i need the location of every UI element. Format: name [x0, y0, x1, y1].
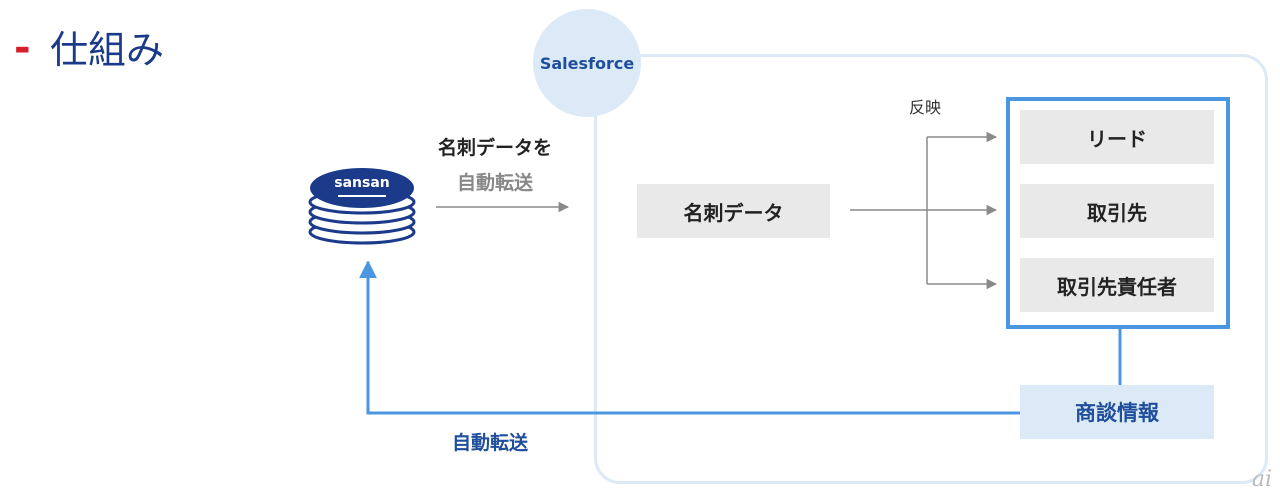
reflect-label: 反映 — [909, 98, 942, 117]
transfer-label-line2: 自動転送 — [456, 172, 533, 194]
salesforce-label: Salesforce — [539, 53, 635, 73]
card-data-label: 名刺データ — [683, 200, 784, 225]
salesforce-badge: Salesforce — [533, 9, 641, 117]
page-title: 仕組み — [50, 28, 165, 72]
watermark-logo: ai — [1251, 467, 1272, 492]
account-label: 取引先 — [1087, 200, 1147, 225]
contact-box: 取引先責任者 — [1020, 258, 1214, 312]
sansan-logo-text: sansan — [334, 175, 390, 191]
lead-box: リード — [1020, 110, 1214, 164]
transfer-label-line1: 名刺データを — [437, 137, 552, 159]
salesforce-frame — [594, 54, 1268, 484]
card-data-box: 名刺データ — [637, 184, 830, 238]
opportunity-box: 商談情報 — [1020, 385, 1214, 439]
return-transfer-label: 自動転送 — [452, 432, 529, 454]
title-dash: - — [14, 25, 31, 71]
contact-label: 取引先責任者 — [1057, 274, 1177, 299]
account-box: 取引先 — [1020, 184, 1214, 238]
opportunity-label: 商談情報 — [1075, 401, 1159, 425]
return-arrow — [359, 260, 1020, 415]
sansan-logo — [308, 168, 416, 245]
lead-label: リード — [1087, 126, 1147, 151]
